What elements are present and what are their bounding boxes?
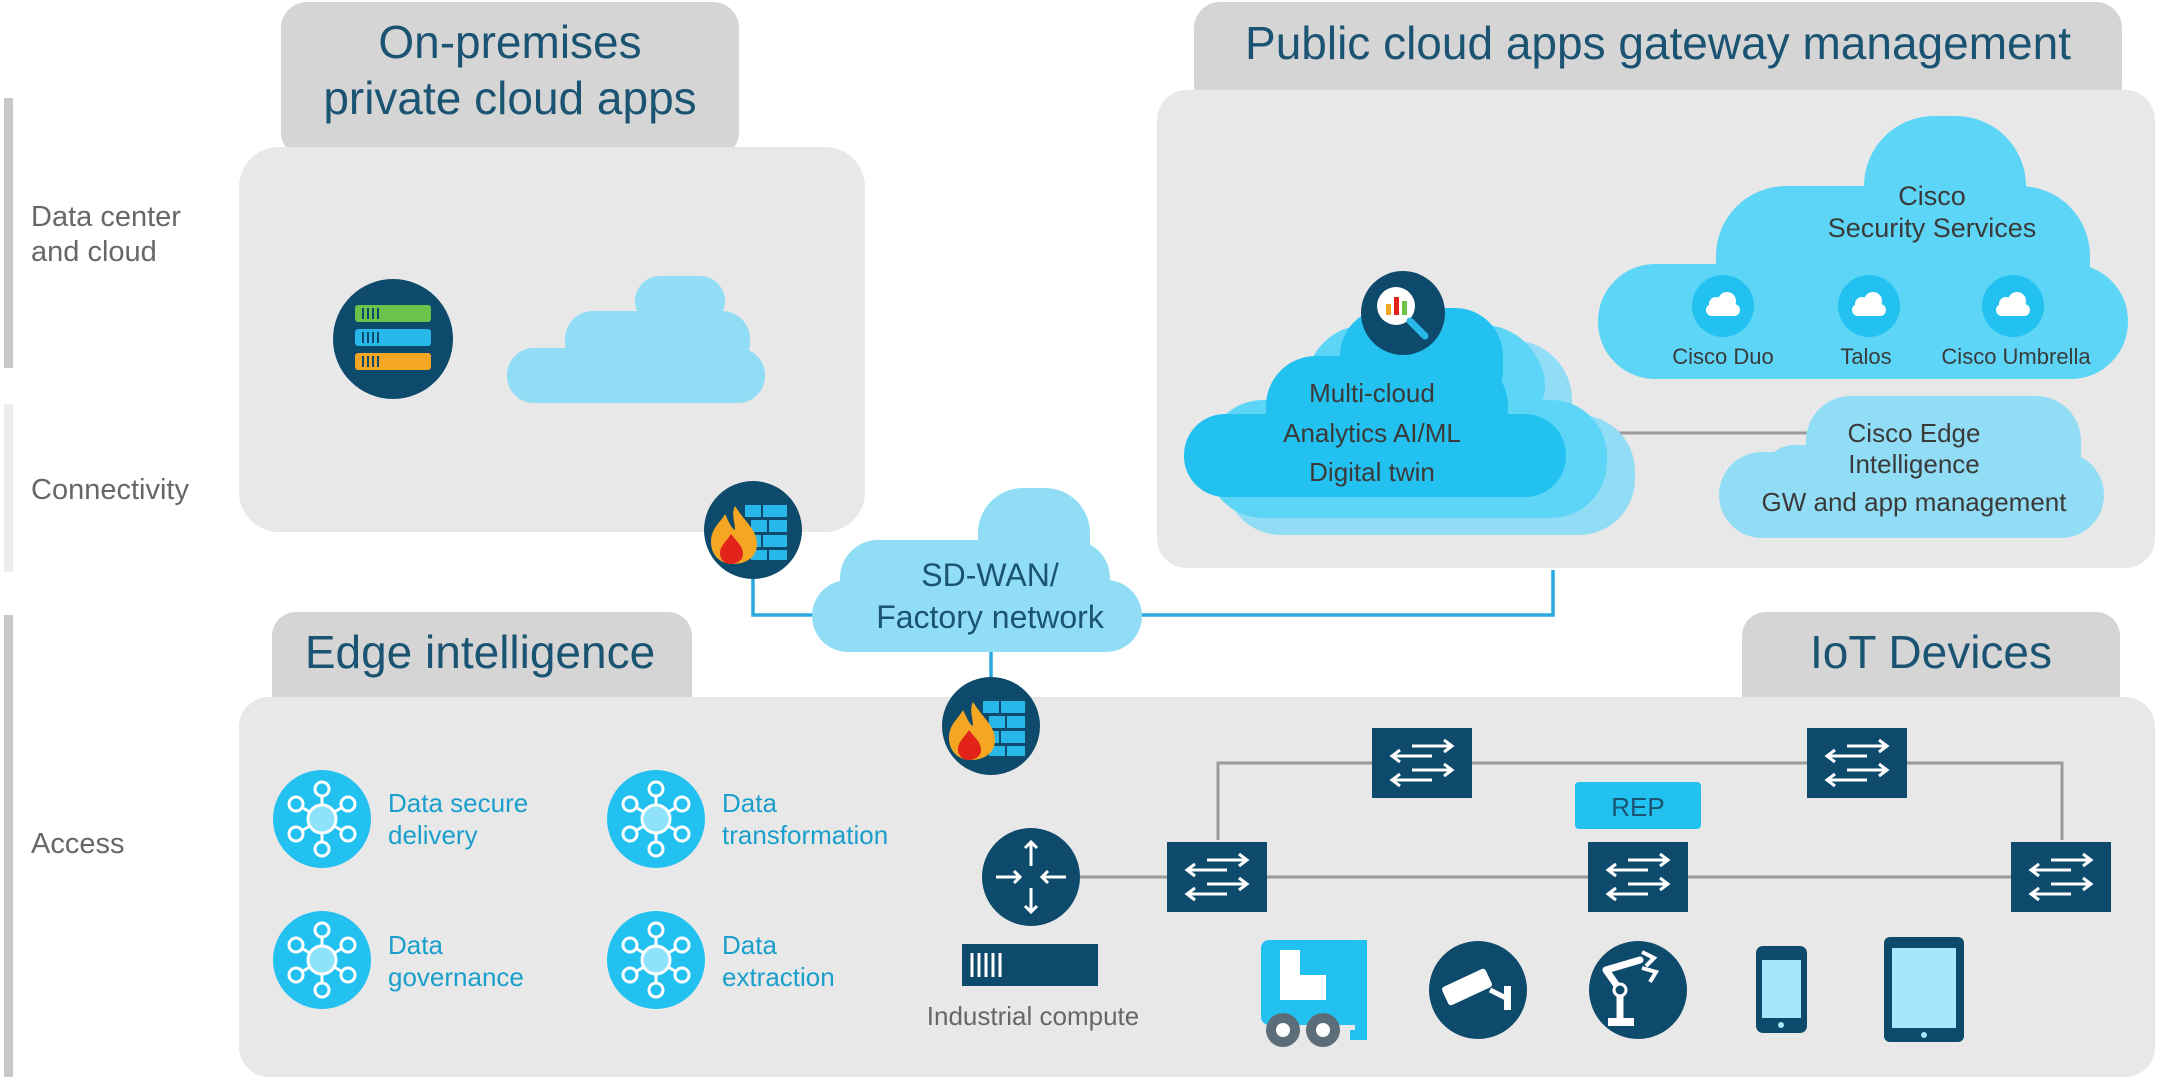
onprem-panel: On-premises private cloud apps	[239, 2, 865, 532]
phone-icon	[1756, 946, 1807, 1033]
edge-item-line1: Data	[722, 788, 777, 818]
forklift-icon	[1261, 940, 1367, 1047]
public-cloud-panel: Public cloud apps gateway management Mul…	[1157, 2, 2155, 568]
edge-item-secure-delivery: Data secure delivery	[271, 768, 528, 870]
industrial-compute-label: Industrial compute	[927, 1001, 1139, 1031]
edge-item-extraction: Data extraction	[605, 909, 835, 1011]
access-rail	[4, 615, 13, 1077]
public-cloud-title: Public cloud apps gateway management	[1245, 17, 2071, 69]
multicloud-line2: Analytics AI/ML	[1283, 418, 1461, 448]
security-camera-icon	[1429, 941, 1527, 1039]
edge-cloud-line2: Intelligence	[1848, 449, 1980, 479]
security-title-line1: Cisco	[1898, 181, 1966, 211]
firewall-icon	[704, 481, 802, 579]
switch-icon	[1805, 726, 1909, 800]
sdwan-line2: Factory network	[876, 599, 1105, 635]
edge-item-line1: Data secure	[388, 788, 528, 818]
edge-item-line2: governance	[388, 962, 524, 992]
rep-label: REP	[1611, 792, 1664, 822]
iot-devices-tab	[1742, 612, 2120, 722]
cisco-umbrella-cloud-icon	[1982, 275, 2044, 337]
onprem-title-line2: private cloud apps	[323, 72, 696, 124]
hub-icon	[271, 909, 373, 1011]
hub-icon	[271, 768, 373, 870]
sdwan-cloud: SD-WAN/ Factory network	[812, 488, 1142, 652]
hub-icon	[605, 768, 707, 870]
edge-item-line2: delivery	[388, 820, 478, 850]
firewall-icon	[942, 677, 1040, 775]
security-title-line2: Security Services	[1828, 213, 2037, 243]
edge-item-line1: Data	[722, 930, 777, 960]
side-label-datacenter-line1: Data center	[31, 201, 181, 233]
robot-arm-icon	[1589, 941, 1687, 1039]
iot-devices-title: IoT Devices	[1810, 626, 2052, 678]
switch-icon	[1370, 726, 1474, 800]
public-cloud-tab	[1194, 2, 2122, 112]
industrial-compute-icon	[962, 944, 1098, 986]
private-cloud-icon	[507, 276, 765, 403]
datacenter-rail	[4, 98, 13, 368]
security-item-talos: Talos	[1840, 344, 1891, 369]
security-item-umbrella: Cisco Umbrella	[1941, 344, 2091, 369]
edge-item-transformation: Data transformation	[605, 768, 888, 870]
onprem-tab	[281, 2, 739, 158]
multicloud-line1: Multi-cloud	[1309, 378, 1435, 408]
side-label-datacenter-line2: and cloud	[31, 236, 157, 268]
edge-intelligence-cloud: Cisco Edge Intelligence GW and app manag…	[1719, 396, 2104, 538]
analytics-magnifier-icon	[1361, 271, 1445, 355]
multicloud-line3: Digital twin	[1309, 457, 1435, 487]
security-services-cloud: Cisco Security Services Cisco Duo Talos …	[1598, 116, 2128, 379]
edge-cloud-line3: GW and app management	[1762, 487, 2068, 517]
security-item-duo: Cisco Duo	[1672, 344, 1773, 369]
side-label-connectivity: Connectivity	[31, 474, 189, 506]
edge-item-line1: Data	[388, 930, 443, 960]
edge-intelligence-tab	[272, 612, 692, 722]
rep-badge: REP	[1575, 782, 1701, 829]
connectivity-lines	[751, 570, 1555, 680]
sdwan-line1: SD-WAN/	[921, 557, 1059, 593]
side-label-access: Access	[31, 828, 124, 860]
onprem-title-line1: On-premises	[378, 16, 641, 68]
talos-cloud-icon	[1838, 275, 1900, 337]
switch-icon	[2009, 840, 2113, 914]
onprem-body	[239, 147, 865, 532]
router-icon	[982, 828, 1080, 926]
switch-icon	[1586, 840, 1690, 914]
edge-intelligence-title: Edge intelligence	[305, 626, 655, 678]
edge-item-governance: Data governance	[271, 909, 524, 1011]
edge-item-line2: extraction	[722, 962, 835, 992]
connectivity-rail	[4, 404, 13, 572]
edge-cloud-line1: Cisco Edge	[1848, 418, 1981, 448]
side-label-datacenter: Data center and cloud	[31, 201, 181, 268]
switch-icon	[1165, 840, 1269, 914]
server-stack-icon	[332, 278, 454, 400]
edge-item-line2: transformation	[722, 820, 888, 850]
multicloud-cloud: Multi-cloud Analytics AI/ML Digital twin	[1184, 308, 1635, 535]
tablet-icon	[1884, 937, 1964, 1042]
hub-icon	[605, 909, 707, 1011]
cisco-duo-cloud-icon	[1692, 275, 1754, 337]
